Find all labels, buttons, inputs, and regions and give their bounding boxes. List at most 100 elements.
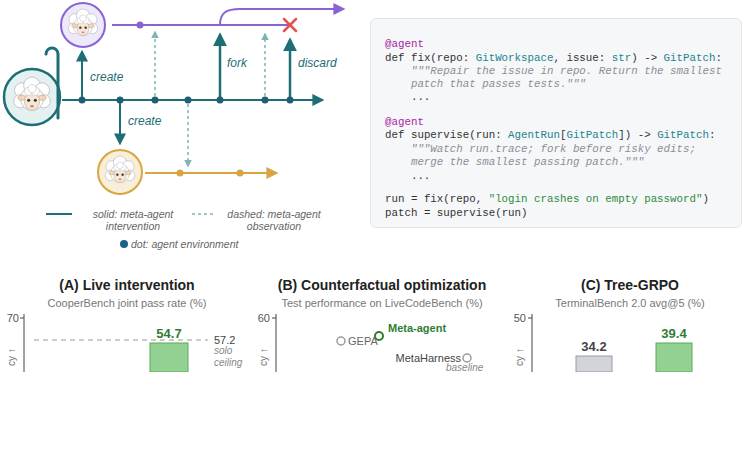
y-tick bbox=[20, 318, 24, 319]
legend-entry: dashed: meta-agent observation bbox=[218, 208, 330, 232]
axis-tick: 50 bbox=[514, 311, 526, 325]
axis-label: cy ↑ bbox=[513, 348, 527, 366]
intervention-arrow bbox=[81, 52, 83, 100]
code-token: ) bbox=[702, 192, 708, 206]
environment-dots-part bbox=[287, 97, 294, 104]
intervention-arrow bbox=[289, 40, 292, 100]
sheep-icon bbox=[68, 9, 97, 36]
code-token: "login crashes on empty password" bbox=[489, 192, 703, 206]
legend-entry: solid: meta-agent intervention bbox=[76, 208, 190, 232]
point-label: Meta-agent bbox=[388, 321, 446, 335]
environment-dots bbox=[79, 97, 294, 104]
environment-dots-part bbox=[79, 97, 86, 104]
point-label: GEPA bbox=[348, 334, 378, 348]
axis-tick: 60 bbox=[258, 311, 270, 325]
y-axis bbox=[24, 314, 25, 372]
legend-text: dashed: meta-agent observation bbox=[227, 208, 320, 232]
action-label: discard bbox=[298, 56, 337, 70]
avatar-ring bbox=[61, 3, 105, 47]
discard-cross bbox=[284, 19, 296, 31]
code-token: merge the smallest passing patch.""" bbox=[411, 155, 644, 169]
code-token: str bbox=[612, 51, 631, 65]
code-token: def supervise(run: bbox=[385, 128, 502, 142]
code-token: """Watch run.trace; fork before risky ed… bbox=[411, 142, 696, 156]
sheep-icon bbox=[105, 156, 134, 183]
y-tick bbox=[528, 318, 532, 319]
environment-dots-part bbox=[217, 97, 224, 104]
code-token: : bbox=[709, 128, 715, 142]
code-token: @agent bbox=[385, 37, 424, 51]
code-token: run = fix(repo, bbox=[385, 192, 482, 206]
event-dot bbox=[177, 170, 184, 177]
panel-subtitle: TerminalBench 2.0 avg@5 (%) bbox=[555, 296, 704, 310]
environment-dots-part bbox=[262, 97, 269, 104]
y-tick bbox=[272, 318, 276, 319]
legend-dot-sample bbox=[120, 240, 128, 248]
bar-value: 34.2 bbox=[581, 340, 606, 354]
environment-dots-part bbox=[185, 97, 192, 104]
observation-arrow bbox=[154, 32, 156, 96]
code-token: GitWorkspace bbox=[476, 51, 554, 65]
bar bbox=[656, 343, 692, 372]
ceiling-line bbox=[34, 339, 208, 340]
y-axis bbox=[276, 314, 277, 372]
axis-label: cy ↑ bbox=[5, 348, 19, 366]
code-token: AgentRun bbox=[508, 128, 560, 142]
chart-panels bbox=[0, 314, 744, 460]
sub-agent-timeline bbox=[145, 172, 276, 174]
legend-line-sample bbox=[46, 213, 72, 215]
legend-dash-sample bbox=[192, 213, 214, 215]
discard-cross-part bbox=[284, 19, 296, 31]
legend-text: dot: agent environment bbox=[131, 238, 238, 250]
timeline bbox=[62, 9, 343, 177]
axis-tick: 70 bbox=[7, 311, 19, 325]
code-token: patch = supervise(run) bbox=[385, 206, 528, 220]
reference-note: solo ceiling bbox=[214, 345, 256, 369]
action-label: fork bbox=[227, 56, 247, 70]
bar bbox=[150, 343, 188, 372]
code-token: GitPatch bbox=[566, 128, 618, 142]
y-axis bbox=[532, 314, 533, 372]
action-label: create bbox=[90, 70, 123, 84]
code-token: def fix(repo: bbox=[385, 51, 469, 65]
avatar-ring bbox=[98, 150, 142, 194]
code-block: @agentdef fix(repo:GitWorkspace, issue:s… bbox=[370, 18, 742, 228]
panel-subtitle: CooperBench joint pass rate (%) bbox=[48, 296, 207, 310]
action-label: create bbox=[128, 114, 161, 128]
crop-mask bbox=[0, 372, 744, 460]
code-token: patch that passes tests.""" bbox=[411, 77, 586, 91]
observation-arrow bbox=[187, 104, 189, 166]
legend-entry: dot: agent environment bbox=[131, 238, 238, 250]
intervention-arrow bbox=[119, 100, 121, 143]
sub-agent-avatar bbox=[98, 150, 142, 194]
event-dot bbox=[137, 22, 144, 29]
crook-symbol bbox=[46, 48, 58, 118]
environment-dots-part bbox=[117, 97, 124, 104]
avatar-ring bbox=[4, 69, 60, 125]
axis-label: cy ↑ bbox=[257, 348, 271, 366]
point-marker bbox=[337, 337, 345, 345]
observation-arrow bbox=[264, 34, 266, 96]
panel-title: (C) Tree-GRPO bbox=[581, 278, 679, 292]
meta-timeline bbox=[62, 99, 322, 101]
legend-text: solid: meta-agent intervention bbox=[93, 208, 174, 232]
agent-avatar bbox=[61, 3, 105, 47]
code-token: ) -> bbox=[631, 51, 657, 65]
code-token: [ bbox=[560, 128, 566, 142]
code-token: ... bbox=[411, 90, 430, 104]
bar bbox=[576, 356, 612, 372]
code-token: ... bbox=[411, 169, 430, 183]
panel-subtitle: Test performance on LiveCodeBench (%) bbox=[281, 296, 482, 310]
code-token: GitPatch bbox=[664, 51, 716, 65]
discard-cross-part bbox=[284, 19, 296, 31]
point-note: baseline bbox=[446, 361, 483, 375]
meta-agent-avatar bbox=[4, 48, 60, 125]
panel-title: (B) Counterfactual optimization bbox=[278, 278, 486, 292]
code-token: : bbox=[715, 51, 721, 65]
forked-timeline bbox=[220, 9, 343, 25]
point-marker bbox=[463, 354, 471, 362]
bar-value: 54.7 bbox=[156, 327, 181, 341]
intervention-arrow bbox=[219, 35, 222, 100]
